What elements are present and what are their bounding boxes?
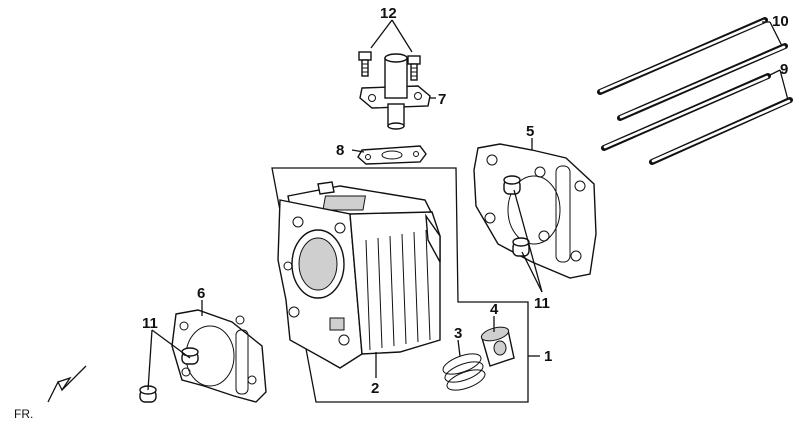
callout-9: 9	[780, 61, 788, 78]
stud-10-upper	[597, 17, 768, 95]
tensioner-bolt-right	[407, 55, 421, 81]
stud-bolts	[597, 17, 793, 165]
piston-ring-set	[442, 353, 486, 391]
front-direction-arrow	[47, 365, 87, 403]
cylinder-base-gasket	[473, 143, 597, 279]
callout-12: 12	[380, 5, 397, 22]
front-direction-label: FR.	[14, 407, 33, 421]
tensioner-bolt-left	[358, 51, 372, 77]
callout-7: 7	[438, 91, 446, 108]
callout-8: 8	[336, 142, 344, 159]
assembly-boundary-box	[271, 167, 529, 403]
chain-tensioner	[359, 53, 431, 130]
stud-9-upper	[601, 73, 771, 151]
stud-9-lower	[649, 97, 793, 165]
cylinder-block	[277, 181, 441, 369]
stud-10-lower	[617, 43, 788, 121]
callout-11-left: 11	[142, 315, 158, 332]
callout-6: 6	[197, 285, 205, 302]
callout-3: 3	[454, 325, 462, 342]
cylinder-head-gasket	[139, 309, 267, 403]
callout-5: 5	[526, 123, 534, 140]
callout-2: 2	[371, 380, 379, 397]
callout-10: 10	[772, 13, 789, 30]
callout-4: 4	[490, 301, 499, 318]
tensioner-gasket	[357, 145, 427, 165]
callout-11-right: 11	[534, 295, 550, 312]
callout-1: 1	[544, 348, 552, 365]
callout-labels: 12 7 8 10 9 5 11 6 11 3 4 1 2	[142, 5, 789, 397]
leader-lines	[147, 19, 789, 391]
piston	[480, 326, 515, 367]
